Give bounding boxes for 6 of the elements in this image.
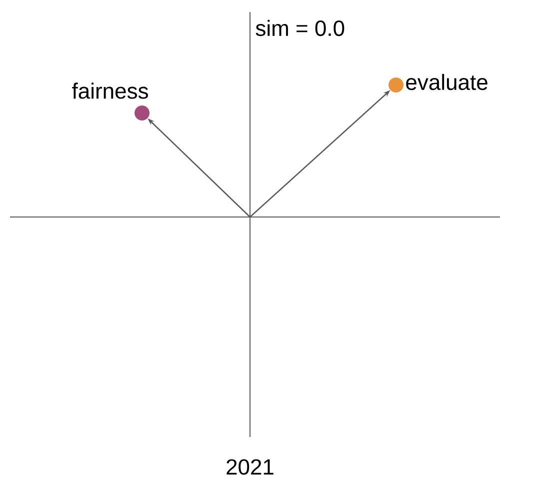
dot xyxy=(134,106,150,120)
axis-label: sim = 0.0 xyxy=(256,20,344,36)
dot xyxy=(388,78,404,92)
axis-label: 2021 xyxy=(226,459,274,475)
point-label: fairness xyxy=(72,82,148,99)
point-label: evaluate xyxy=(406,74,488,90)
